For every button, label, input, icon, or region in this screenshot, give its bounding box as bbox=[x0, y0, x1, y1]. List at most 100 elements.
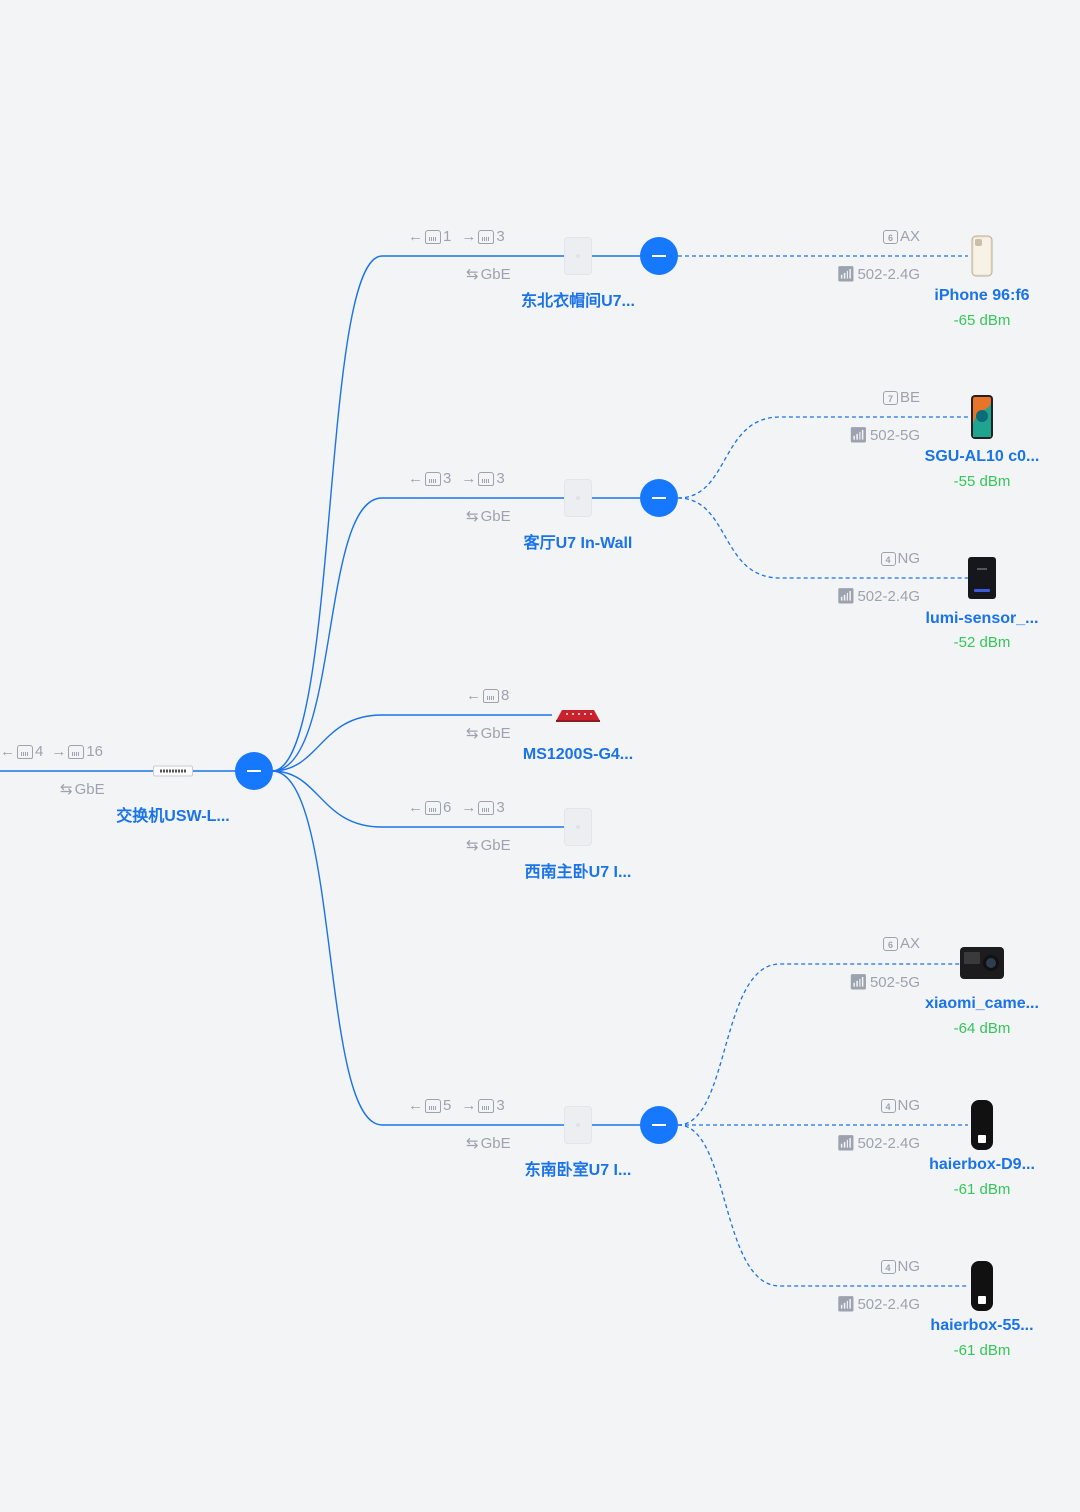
wifi-icon: 📶︎ bbox=[836, 1296, 856, 1313]
arrow-in-icon: ← bbox=[0, 743, 15, 760]
ap-port-stats: ← 3 → 3 bbox=[408, 470, 505, 487]
client-name[interactable]: xiaomi_came... bbox=[925, 995, 1039, 1012]
ethernet-port-icon bbox=[478, 800, 495, 815]
client-signal: -61 dBm bbox=[953, 1342, 1011, 1359]
link-icon: ⇆ bbox=[466, 508, 479, 525]
action-camera-device-icon[interactable] bbox=[959, 946, 1005, 980]
arrow-out-icon: → bbox=[461, 1097, 477, 1114]
link-icon: ⇆ bbox=[466, 725, 479, 742]
arrow-out-icon: → bbox=[461, 228, 477, 245]
wifi-generation-icon: 4 bbox=[880, 551, 896, 566]
ap-link-speed: ⇆ GbE bbox=[466, 265, 511, 284]
wifi-generation-icon: 7 bbox=[882, 390, 898, 405]
root-out-count: 16 bbox=[86, 743, 104, 760]
access-point-icon[interactable] bbox=[564, 237, 592, 275]
ethernet-port-icon bbox=[425, 800, 441, 815]
ap-name[interactable]: 东北衣帽间U7... bbox=[521, 293, 635, 310]
wifi-generation-icon: 6 bbox=[882, 936, 898, 951]
wifi-icon: 📶︎ bbox=[848, 427, 868, 444]
android-phone-device-icon[interactable] bbox=[970, 394, 994, 440]
client-signal: -55 dBm bbox=[953, 473, 1011, 490]
client-name[interactable]: haierbox-D9... bbox=[929, 1156, 1035, 1173]
access-point-icon[interactable] bbox=[564, 1106, 592, 1144]
ethernet-port-icon bbox=[478, 1098, 495, 1113]
root-link-speed: ⇆ GbE bbox=[60, 780, 105, 799]
wifi-generation-icon: 6 bbox=[882, 229, 898, 244]
arrow-out-icon: → bbox=[461, 799, 477, 816]
ethernet-port-icon bbox=[425, 471, 441, 486]
ap-port-stats: ← 6 → 3 bbox=[408, 799, 505, 816]
ethernet-port-icon bbox=[478, 471, 495, 486]
client-name[interactable]: lumi-sensor_... bbox=[925, 610, 1039, 627]
ap-link-speed: ⇆ GbE bbox=[466, 836, 511, 855]
ethernet-port-icon bbox=[68, 744, 85, 759]
ap-link-speed: ⇆ GbE bbox=[466, 1134, 511, 1153]
arrow-in-icon: ← bbox=[408, 228, 423, 245]
client-name[interactable]: iPhone 96:f6 bbox=[934, 287, 1030, 304]
iphone-device-icon[interactable] bbox=[971, 235, 993, 277]
collapse-button-ap[interactable] bbox=[640, 1106, 678, 1144]
ethernet-port-icon bbox=[478, 229, 495, 244]
client-wifi-standard: 6 AX bbox=[882, 228, 920, 245]
arrow-in-icon: ← bbox=[408, 470, 423, 487]
root-device-name[interactable]: 交换机USW-L... bbox=[116, 808, 230, 825]
arrow-out-icon: → bbox=[51, 743, 67, 760]
client-signal: -61 dBm bbox=[953, 1181, 1011, 1198]
client-ssid: 📶︎ 502-5G bbox=[848, 973, 920, 992]
client-name[interactable]: SGU-AL10 c0... bbox=[924, 448, 1040, 465]
client-wifi-standard: 7 BE bbox=[882, 389, 920, 406]
client-wifi-standard: 4 NG bbox=[880, 1258, 920, 1275]
client-name[interactable]: haierbox-55... bbox=[930, 1317, 1034, 1334]
ap-link-speed: ⇆ GbE bbox=[466, 724, 511, 743]
client-wifi-standard: 4 NG bbox=[880, 550, 920, 567]
client-ssid: 📶︎ 502-2.4G bbox=[836, 1295, 920, 1314]
ap-name[interactable]: MS1200S-G4... bbox=[522, 746, 634, 763]
client-wifi-standard: 6 AX bbox=[882, 935, 920, 952]
client-ssid: 📶︎ 502-2.4G bbox=[836, 587, 920, 606]
client-ssid: 📶︎ 502-2.4G bbox=[836, 1134, 920, 1153]
ethernet-port-icon bbox=[425, 1098, 441, 1113]
wifi-icon: 📶︎ bbox=[836, 588, 856, 605]
client-ssid: 📶︎ 502-2.4G bbox=[836, 265, 920, 284]
ap-name[interactable]: 西南主卧U7 I... bbox=[524, 864, 632, 881]
wifi-generation-icon: 4 bbox=[880, 1259, 896, 1274]
smart-speaker-device-icon[interactable] bbox=[970, 1099, 994, 1151]
wifi-generation-icon: 4 bbox=[880, 1098, 896, 1113]
collapse-button-root[interactable] bbox=[235, 752, 273, 790]
router-icon[interactable] bbox=[552, 707, 604, 723]
wifi-icon: 📶︎ bbox=[848, 974, 868, 991]
ethernet-port-icon bbox=[425, 229, 441, 244]
ap-port-stats: ← 8 bbox=[466, 687, 510, 704]
root-port-stats: ← 4 → 16 bbox=[0, 743, 103, 760]
root-in-count: 4 bbox=[35, 743, 44, 760]
smart-speaker-device-icon[interactable] bbox=[970, 1260, 994, 1312]
switch-device-icon[interactable] bbox=[153, 765, 193, 777]
ap-name[interactable]: 客厅U7 In-Wall bbox=[523, 535, 633, 552]
ap-link-speed: ⇆ GbE bbox=[466, 507, 511, 526]
arrow-in-icon: ← bbox=[466, 687, 481, 704]
access-point-icon[interactable] bbox=[564, 808, 592, 846]
ap-port-stats: ← 5 → 3 bbox=[408, 1097, 505, 1114]
client-signal: -64 dBm bbox=[953, 1020, 1011, 1037]
collapse-button-ap[interactable] bbox=[640, 237, 678, 275]
sensor-hub-device-icon[interactable] bbox=[967, 556, 997, 600]
ethernet-port-icon bbox=[483, 688, 499, 703]
link-icon: ⇆ bbox=[466, 266, 479, 283]
client-wifi-standard: 4 NG bbox=[880, 1097, 920, 1114]
client-signal: -65 dBm bbox=[953, 312, 1011, 329]
wifi-icon: 📶︎ bbox=[836, 1135, 856, 1152]
arrow-in-icon: ← bbox=[408, 799, 423, 816]
arrow-in-icon: ← bbox=[408, 1097, 423, 1114]
link-icon: ⇆ bbox=[466, 837, 479, 854]
collapse-button-ap[interactable] bbox=[640, 479, 678, 517]
link-icon: ⇆ bbox=[466, 1135, 479, 1152]
link-icon: ⇆ bbox=[60, 781, 73, 798]
ethernet-port-icon bbox=[17, 744, 33, 759]
ap-port-stats: ← 1 → 3 bbox=[408, 228, 505, 245]
access-point-icon[interactable] bbox=[564, 479, 592, 517]
wifi-icon: 📶︎ bbox=[836, 266, 856, 283]
client-signal: -52 dBm bbox=[953, 634, 1011, 651]
arrow-out-icon: → bbox=[461, 470, 477, 487]
client-ssid: 📶︎ 502-5G bbox=[848, 426, 920, 445]
ap-name[interactable]: 东南卧室U7 I... bbox=[524, 1162, 632, 1179]
